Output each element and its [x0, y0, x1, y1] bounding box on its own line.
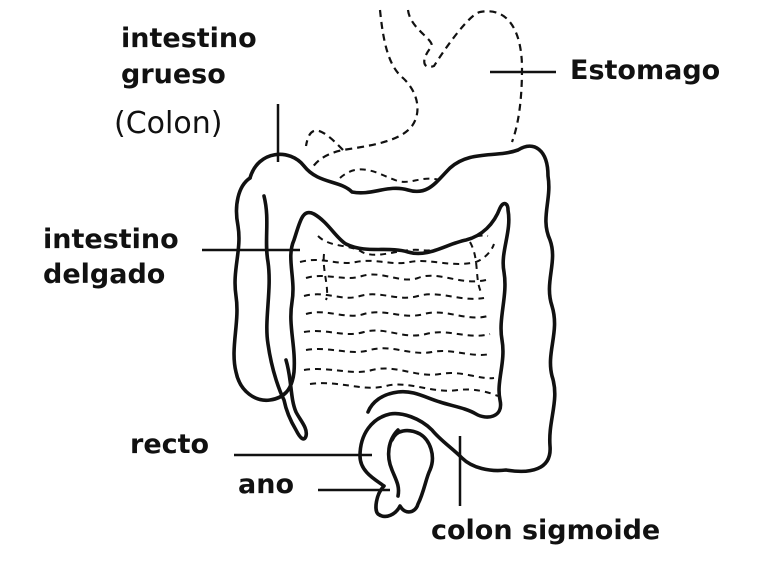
label-colon: (Colon)	[114, 106, 223, 141]
leader-lines	[202, 70, 556, 506]
label-colon-sigmoide: colon sigmoide	[431, 515, 661, 546]
stomach-outline	[304, 9, 524, 169]
small-intestine-loops	[299, 168, 499, 397]
label-intestino-delgado-line2: delgado	[43, 259, 166, 290]
label-ano: ano	[238, 469, 294, 500]
label-recto: recto	[130, 429, 210, 460]
label-estomago: Estomago	[570, 55, 721, 86]
label-intestino-delgado-line1: intestino	[43, 224, 179, 255]
large-intestine-outline	[232, 144, 557, 519]
label-intestino-grueso-line2: grueso	[121, 59, 226, 90]
label-intestino-grueso-line1: intestino	[121, 23, 257, 54]
